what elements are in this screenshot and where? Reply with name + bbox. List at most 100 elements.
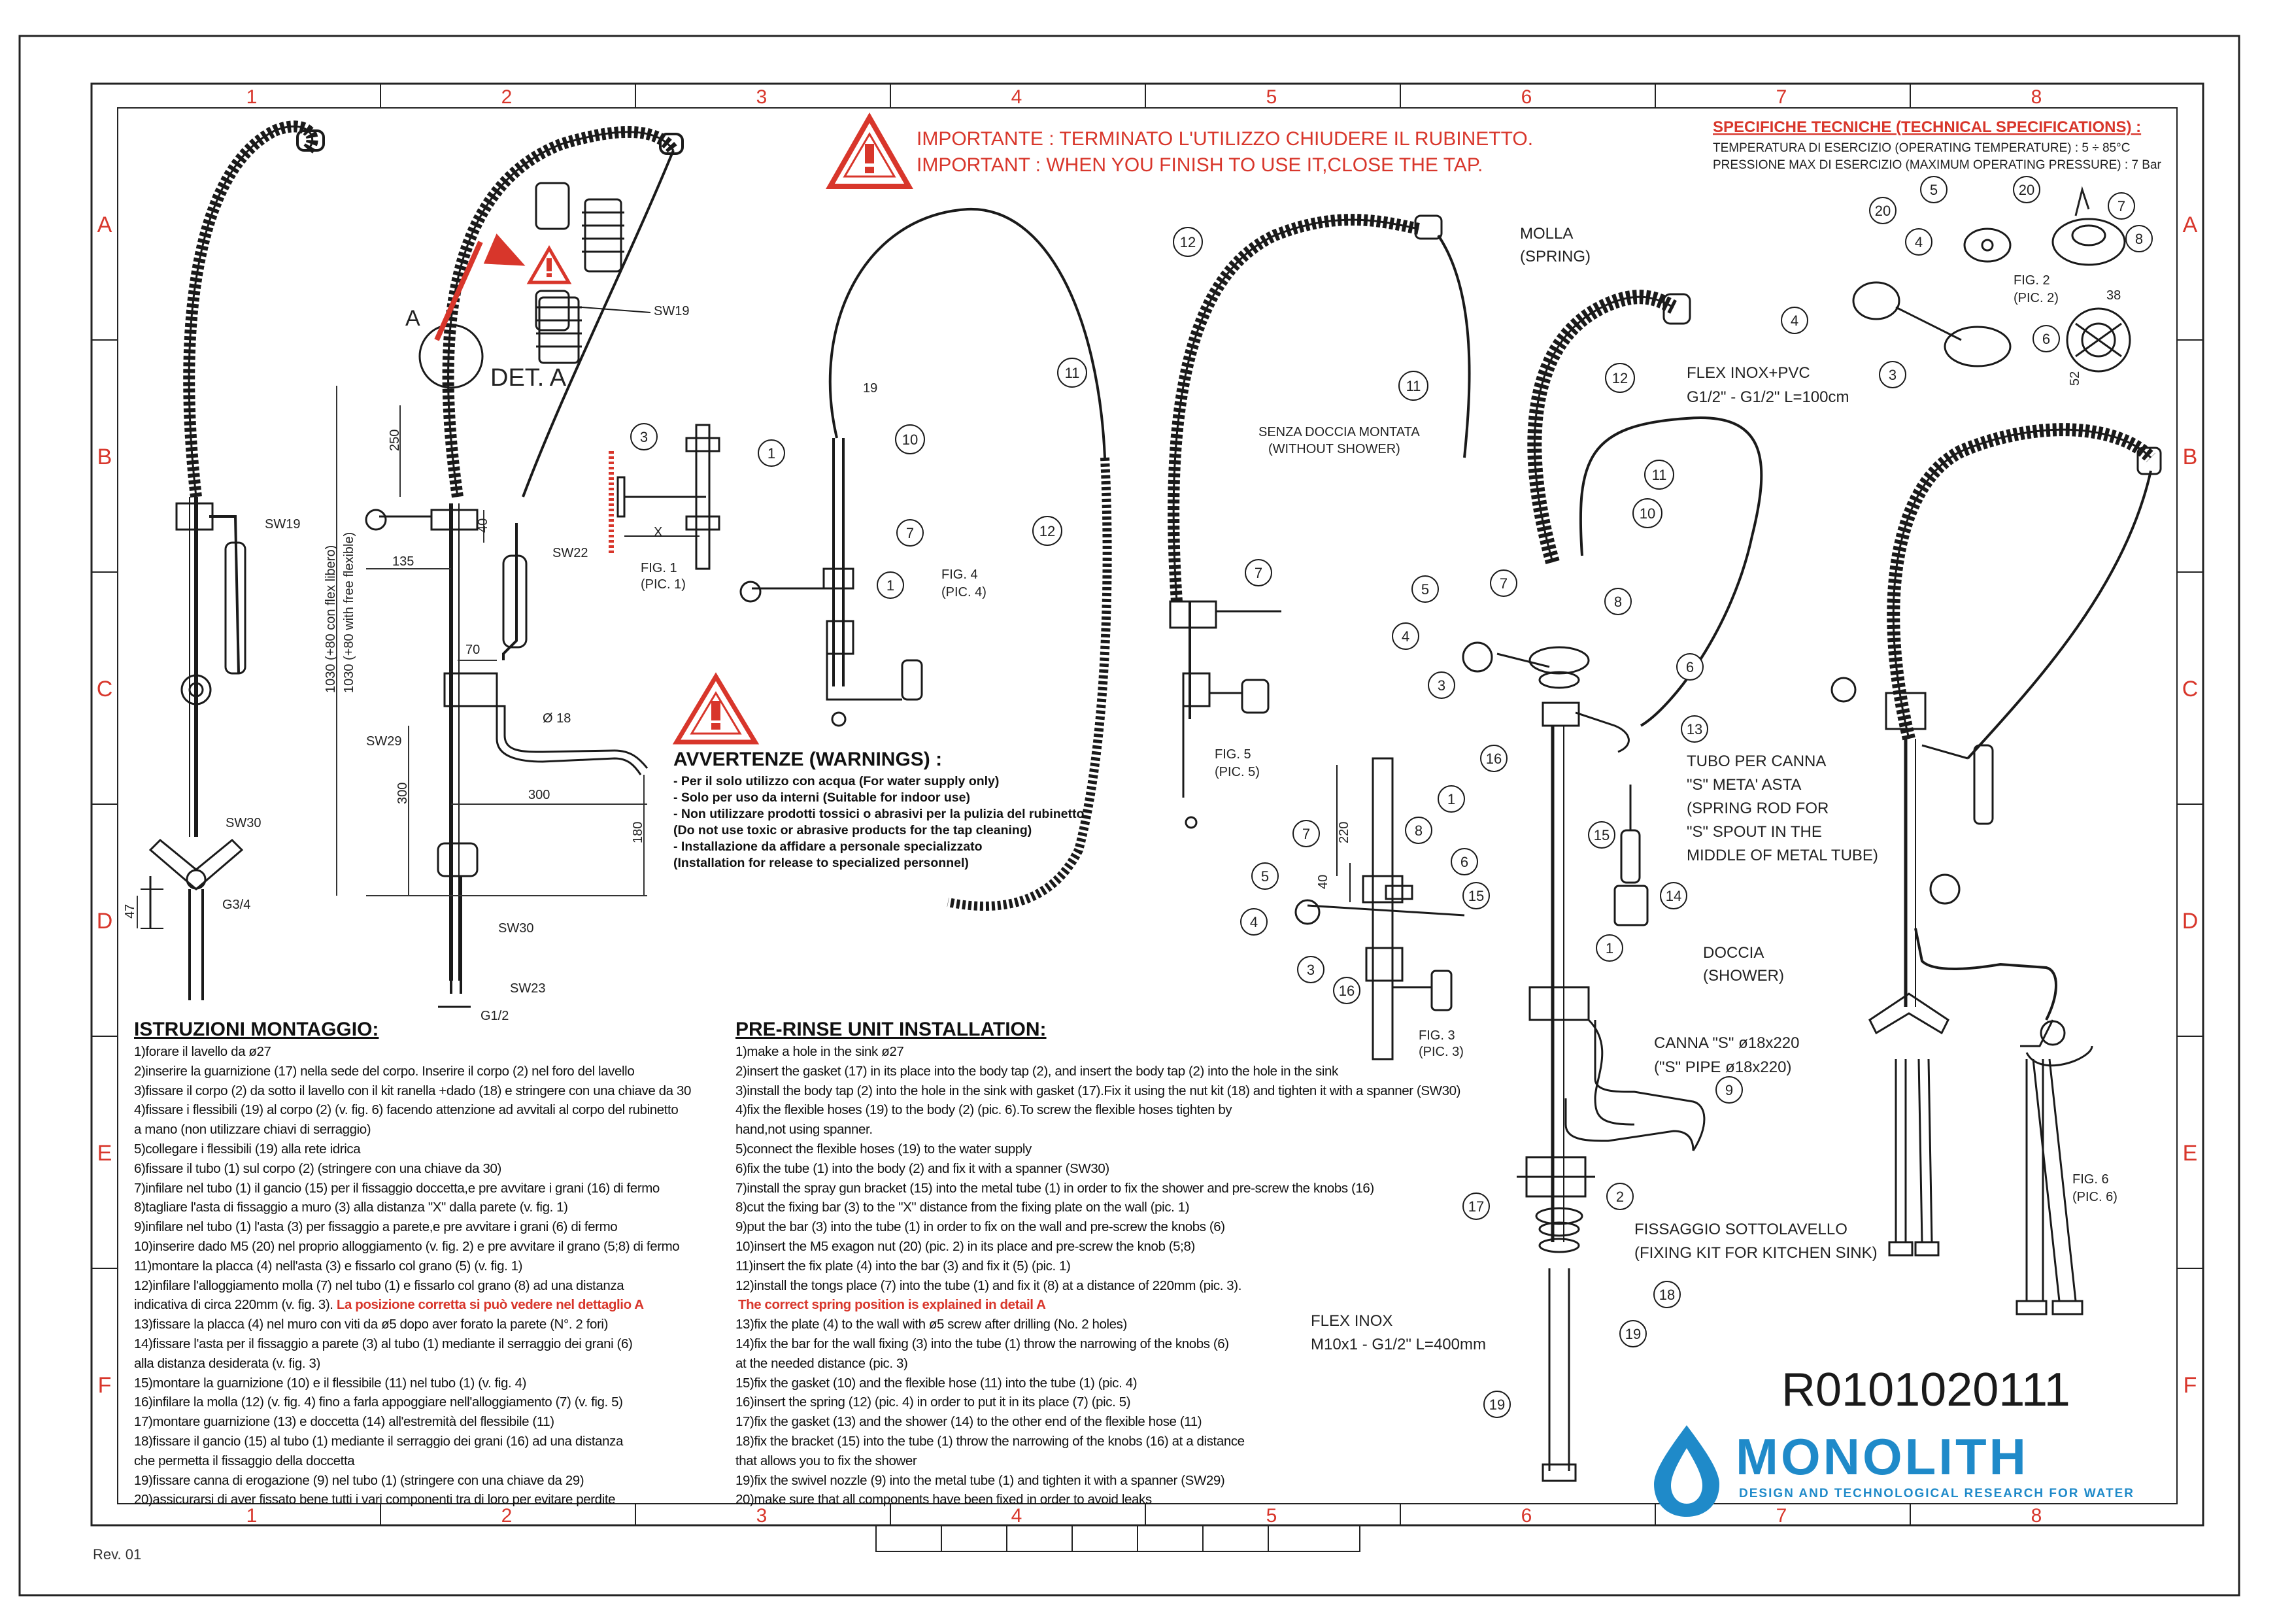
instruction-en-line: 12)install the tongs place (7) into the … xyxy=(735,1277,1242,1293)
callout-20-fig2-left: 20 xyxy=(1869,197,1897,224)
page-outer-border xyxy=(18,35,2240,1597)
instruction-it-line: indicativa di circa 220mm (v. fig. 3). L… xyxy=(134,1295,722,1315)
instruction-en-line: 13)fix the plate (4) to the wall with ø5… xyxy=(735,1317,1127,1332)
svg-text:15: 15 xyxy=(1594,827,1610,843)
instruction-en-line: 2)insert the gasket (17) in its place in… xyxy=(735,1063,1338,1079)
svg-text:19: 19 xyxy=(1489,1396,1505,1413)
instruction-en-line: 1)make a hole in the sink ø27 xyxy=(735,1044,904,1059)
warning-item: - Non utilizzare prodotti tossici o abra… xyxy=(673,807,1085,821)
instruction-en-red-note: The correct spring position is explained… xyxy=(738,1297,1046,1313)
label-fissaggio-2: (FIXING KIT FOR KITCHEN SINK) xyxy=(1634,1244,1878,1262)
callout-12-exploded: 12 xyxy=(1605,363,1635,393)
callout-15-exploded: 15 xyxy=(1588,821,1615,849)
col-label-8-bottom: 8 xyxy=(2031,1505,2042,1527)
instruction-it-line: 9)infilare nel tubo (1) l'asta (3) per f… xyxy=(134,1219,618,1235)
instruction-it-line: 18)fissare il gancio (15) al tubo (1) me… xyxy=(134,1433,623,1449)
callout-6-exploded: 6 xyxy=(1676,653,1704,681)
instruction-it-red-note: La posizione corretta si può vedere nel … xyxy=(336,1297,644,1313)
callout-7-exploded: 7 xyxy=(1490,569,1517,597)
svg-text:5: 5 xyxy=(1261,868,1269,885)
callout-4-fig2-top: 4 xyxy=(1905,228,1932,256)
instruction-it-line: a mano (non utilizzare chiavi di serragg… xyxy=(134,1122,371,1138)
callout-10-fig4: 10 xyxy=(895,424,925,454)
col-label-2: 2 xyxy=(501,86,513,108)
label-sw30-center: SW30 xyxy=(498,921,533,936)
callout-5-exploded: 5 xyxy=(1411,575,1439,603)
svg-text:7: 7 xyxy=(906,525,914,541)
fig-6-drawing xyxy=(1830,423,2162,1315)
warning-item: (Installation for release to specialized… xyxy=(673,856,969,870)
fig6-label: FIG. 6 xyxy=(2072,1172,2109,1187)
instruction-en-line: 3)install the body tap (2) into the hole… xyxy=(735,1083,1461,1098)
svg-text:16: 16 xyxy=(1486,751,1502,767)
svg-text:10: 10 xyxy=(902,431,918,448)
callout-8-fig2: 8 xyxy=(2125,225,2153,252)
svg-text:16: 16 xyxy=(1339,983,1355,999)
label-spring: (SPRING) xyxy=(1520,248,1591,265)
label-flex-inox: FLEX INOX xyxy=(1311,1312,1392,1330)
instruction-it-line: 11)montare la placca (4) nell'asta (3) e… xyxy=(134,1258,523,1274)
warnings-block: AVVERTENZE (WARNINGS) : - Per il solo ut… xyxy=(673,749,1084,871)
callout-7-fig4: 7 xyxy=(896,519,924,547)
callout-19-exploded-right: 19 xyxy=(1619,1320,1647,1347)
svg-text:1: 1 xyxy=(767,445,775,462)
instruction-en-line: 18)fix the bracket (15) into the tube (1… xyxy=(735,1433,1245,1449)
instruction-en-line: 6)fix the tube (1) into the body (2) and… xyxy=(735,1160,1109,1176)
label-sw19-detail: SW19 xyxy=(654,304,689,318)
specs-title: SPECIFICHE TECNICHE (TECHNICAL SPECIFICA… xyxy=(1713,118,2141,136)
monolith-logo-icon xyxy=(1654,1425,1719,1517)
warnings-title: AVVERTENZE (WARNINGS) : xyxy=(673,749,943,770)
callout-11-fig4: 11 xyxy=(1057,358,1087,388)
col-label-8: 8 xyxy=(2031,86,2042,108)
instruction-it-line: 7)infilare nel tubo (1) il gancio (15) p… xyxy=(134,1180,660,1196)
svg-text:12: 12 xyxy=(1039,523,1055,539)
dim-g12: G1/2 xyxy=(481,1009,509,1023)
dim-47: 47 xyxy=(123,904,137,919)
row-label-d: D xyxy=(97,909,113,934)
fig1-label: FIG. 1 xyxy=(641,561,677,575)
callout-3-fig2: 3 xyxy=(1879,361,1906,388)
svg-text:4: 4 xyxy=(1250,914,1258,930)
col-label-3-bottom: 3 xyxy=(756,1505,767,1527)
warning-item: - Installazione da affidare a personale … xyxy=(673,839,983,854)
col-label-6: 6 xyxy=(1521,86,1532,108)
col-label-5: 5 xyxy=(1266,86,1277,108)
detail-a xyxy=(418,182,651,389)
svg-text:3: 3 xyxy=(1889,367,1897,383)
callout-6-fig2: 6 xyxy=(2033,325,2060,352)
callout-7-fig2: 7 xyxy=(2108,192,2135,220)
instruction-it-line: che permetta il fissaggio della doccetta xyxy=(134,1453,355,1468)
svg-text:20: 20 xyxy=(1875,203,1891,219)
label-tubo-3: (SPRING ROD FOR xyxy=(1687,800,1829,817)
callout-1-fig3: 1 xyxy=(1438,785,1465,813)
callout-7-fig5: 7 xyxy=(1245,559,1272,586)
dim-70: 70 xyxy=(465,643,480,657)
instruction-it-line: 16)infilare la molla (12) (v. fig. 4) fi… xyxy=(134,1395,623,1410)
instruction-en-line: hand,not using spanner. xyxy=(735,1122,873,1138)
instruction-it-line: alla distanza desiderata (v. fig. 3) xyxy=(134,1355,320,1371)
callout-2-exploded: 2 xyxy=(1606,1183,1634,1210)
instruction-it-line: 13)fissare la placca (4) nel muro con vi… xyxy=(134,1317,609,1332)
fig6-pic: (PIC. 6) xyxy=(2072,1190,2117,1204)
callout-7-fig3: 7 xyxy=(1292,820,1320,847)
callout-8-exploded: 8 xyxy=(1604,588,1632,615)
svg-text:2: 2 xyxy=(1616,1189,1624,1205)
svg-text:19: 19 xyxy=(1625,1326,1641,1342)
label-canna-1: CANNA "S" ø18x220 xyxy=(1654,1034,1799,1052)
dim-250: 250 xyxy=(388,430,402,451)
col-label-3: 3 xyxy=(756,86,767,108)
svg-text:11: 11 xyxy=(1065,365,1080,381)
dim-g34: G3/4 xyxy=(222,898,250,912)
callout-4-fig2: 4 xyxy=(1781,307,1808,334)
callout-8-fig3: 8 xyxy=(1405,817,1432,844)
row-label-b-right: B xyxy=(2183,445,2198,469)
instruction-en-line: 15)fix the gasket (10) and the flexible … xyxy=(735,1375,1138,1391)
svg-text:3: 3 xyxy=(640,429,648,445)
svg-text:7: 7 xyxy=(1255,565,1262,581)
row-label-a: A xyxy=(97,212,112,237)
instruction-en-line: 7)install the spray gun bracket (15) int… xyxy=(735,1180,1374,1196)
svg-text:4: 4 xyxy=(1915,234,1923,250)
warnings-triangle-icon xyxy=(672,672,760,745)
row-label-c: C xyxy=(97,677,113,702)
dimension-lines xyxy=(137,386,647,928)
